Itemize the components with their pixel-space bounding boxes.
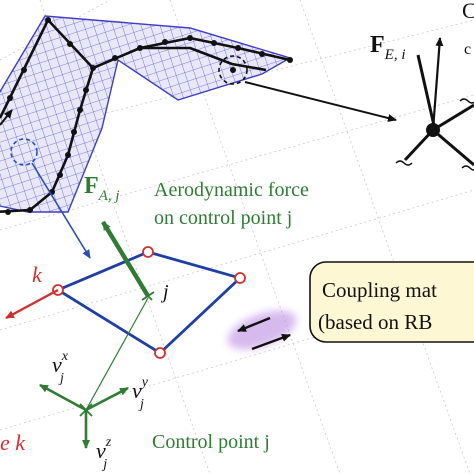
exchange-arrows: [227, 310, 297, 351]
corner-force-arrow: [5, 288, 59, 320]
left-edge-arrow: [0, 109, 13, 126]
coupling-line1: Coupling mat: [322, 278, 437, 302]
top-right-letter-small: c: [464, 41, 471, 58]
wing-mesh: [0, 15, 293, 215]
node-dot: [230, 67, 236, 73]
aero-caption-line2: on control point j: [154, 207, 292, 229]
zoomed-node: [395, 37, 474, 171]
aero-force-arrow: [101, 220, 150, 298]
top-right-letter: C: [462, 0, 474, 23]
corner-k-label: k: [32, 262, 43, 287]
elastic-force-label: FE, i: [370, 32, 406, 63]
coupling-box: [309, 261, 474, 343]
node-leader-arrow: [244, 81, 397, 122]
node-highlight-circle: [218, 55, 248, 85]
panel-leader-arrow: [31, 162, 91, 259]
aero-panel: [52, 246, 246, 359]
velocity-frame: [39, 383, 129, 449]
panel-point-j-label: j: [160, 281, 169, 303]
control-point-caption: Control point j: [152, 431, 270, 453]
panel-control-point: [141, 291, 155, 301]
aero-caption-line1: Aerodynamic force: [154, 179, 309, 201]
structural-nodes: [5, 17, 293, 215]
coupling-line2: (based on RB: [318, 310, 432, 334]
control-point-link: [85, 297, 149, 411]
aero-force-label: FA, j: [84, 173, 120, 204]
bottom-left-fragment: e k: [0, 430, 26, 455]
panel-highlight-circle: [10, 138, 38, 166]
